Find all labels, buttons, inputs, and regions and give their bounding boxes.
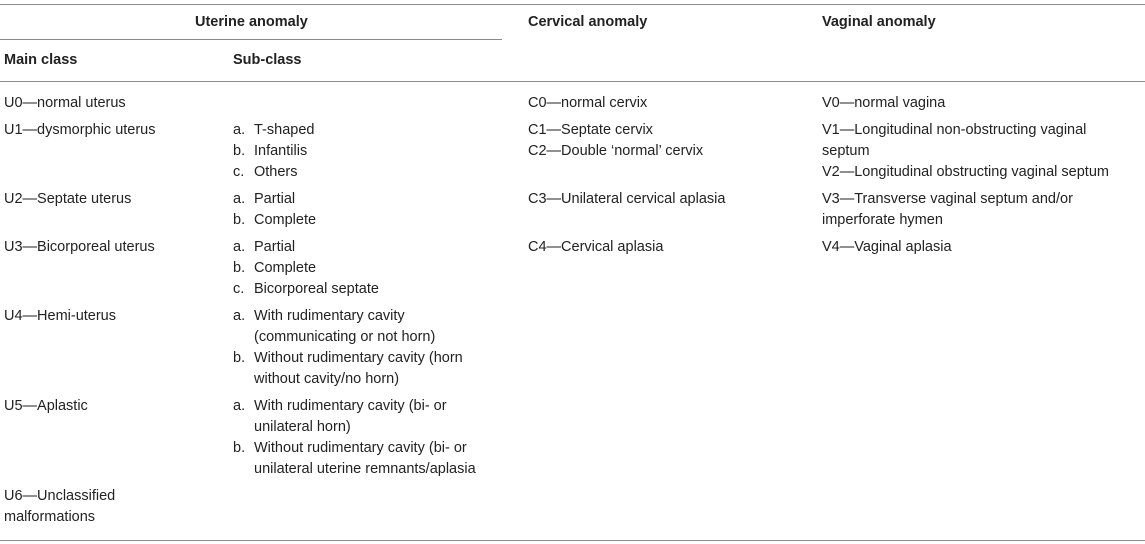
vaginal-v4: V4—Vaginal aplasia bbox=[822, 239, 952, 255]
uterine-row-u0-main: U0—normal uterus bbox=[4, 95, 126, 111]
uterine-header-rule bbox=[0, 39, 502, 40]
uterine-row-u3-main: U3—Bicorporeal uterus bbox=[4, 239, 155, 255]
uterine-row-u5-main: U5—Aplastic bbox=[4, 398, 88, 414]
list-item: a. With rudimentary cavity (communicatin… bbox=[233, 308, 436, 345]
table-bottom-rule bbox=[0, 540, 1145, 541]
uterine-row-u1-subs: a. T-shaped b. Infantilis c. Others bbox=[233, 120, 503, 183]
table-top-rule bbox=[0, 4, 1145, 5]
uterine-row-u4-main: U4—Hemi-uterus bbox=[4, 308, 116, 324]
cervical-c1-c2: C1—Septate cervix C2—Double ‘normal’ cer… bbox=[528, 122, 704, 159]
list-item: b. Without rudimentary cavity (bi- or un… bbox=[233, 440, 476, 477]
list-item: a. Partial bbox=[233, 191, 296, 207]
uterine-row-u2-main: U2—Septate uterus bbox=[4, 191, 132, 207]
uterine-row-u2-subs: a. Partial b. Complete bbox=[233, 189, 503, 231]
cervical-c3: C3—Unilateral cervical aplasia bbox=[528, 191, 726, 207]
header-bottom-rule bbox=[0, 81, 1145, 82]
list-item: a. T-shaped bbox=[233, 122, 315, 138]
uterine-row-u4-subs: a. With rudimentary cavity (communicatin… bbox=[233, 306, 503, 390]
uterine-row-u5-subs: a. With rudimentary cavity (bi- or unila… bbox=[233, 396, 503, 480]
list-item: a. With rudimentary cavity (bi- or unila… bbox=[233, 398, 447, 435]
list-item: b. Complete bbox=[233, 260, 317, 276]
list-item: a. Partial bbox=[233, 239, 296, 255]
header-main-class: Main class bbox=[4, 52, 78, 68]
vaginal-v3: V3—Transverse vaginal septum and/or impe… bbox=[822, 191, 1073, 228]
uterine-row-u1-main: U1—dysmorphic uterus bbox=[4, 122, 156, 138]
cervical-c4: C4—Cervical aplasia bbox=[528, 239, 664, 255]
vaginal-v0: V0—normal vagina bbox=[822, 95, 946, 111]
header-vaginal-anomaly: Vaginal anomaly bbox=[822, 14, 936, 30]
uterine-row-u3-subs: a. Partial b. Complete c. Bicorporeal se… bbox=[233, 237, 503, 300]
list-item: b. Infantilis bbox=[233, 143, 308, 159]
vaginal-v1-v2: V1—Longitudinal non-obstructing vaginal … bbox=[822, 122, 1109, 180]
list-item: b. Without rudimentary cavity (horn with… bbox=[233, 350, 463, 387]
header-sub-class: Sub-class bbox=[233, 52, 302, 68]
header-uterine-anomaly: Uterine anomaly bbox=[195, 14, 308, 30]
uterine-row-u6-main: U6—Unclassified malformations bbox=[4, 488, 116, 525]
list-item: c. Bicorporeal septate bbox=[233, 281, 379, 297]
list-item: b. Complete bbox=[233, 212, 317, 228]
list-item: c. Others bbox=[233, 164, 298, 180]
header-cervical-anomaly: Cervical anomaly bbox=[528, 14, 648, 30]
cervical-c0: C0—normal cervix bbox=[528, 95, 648, 111]
